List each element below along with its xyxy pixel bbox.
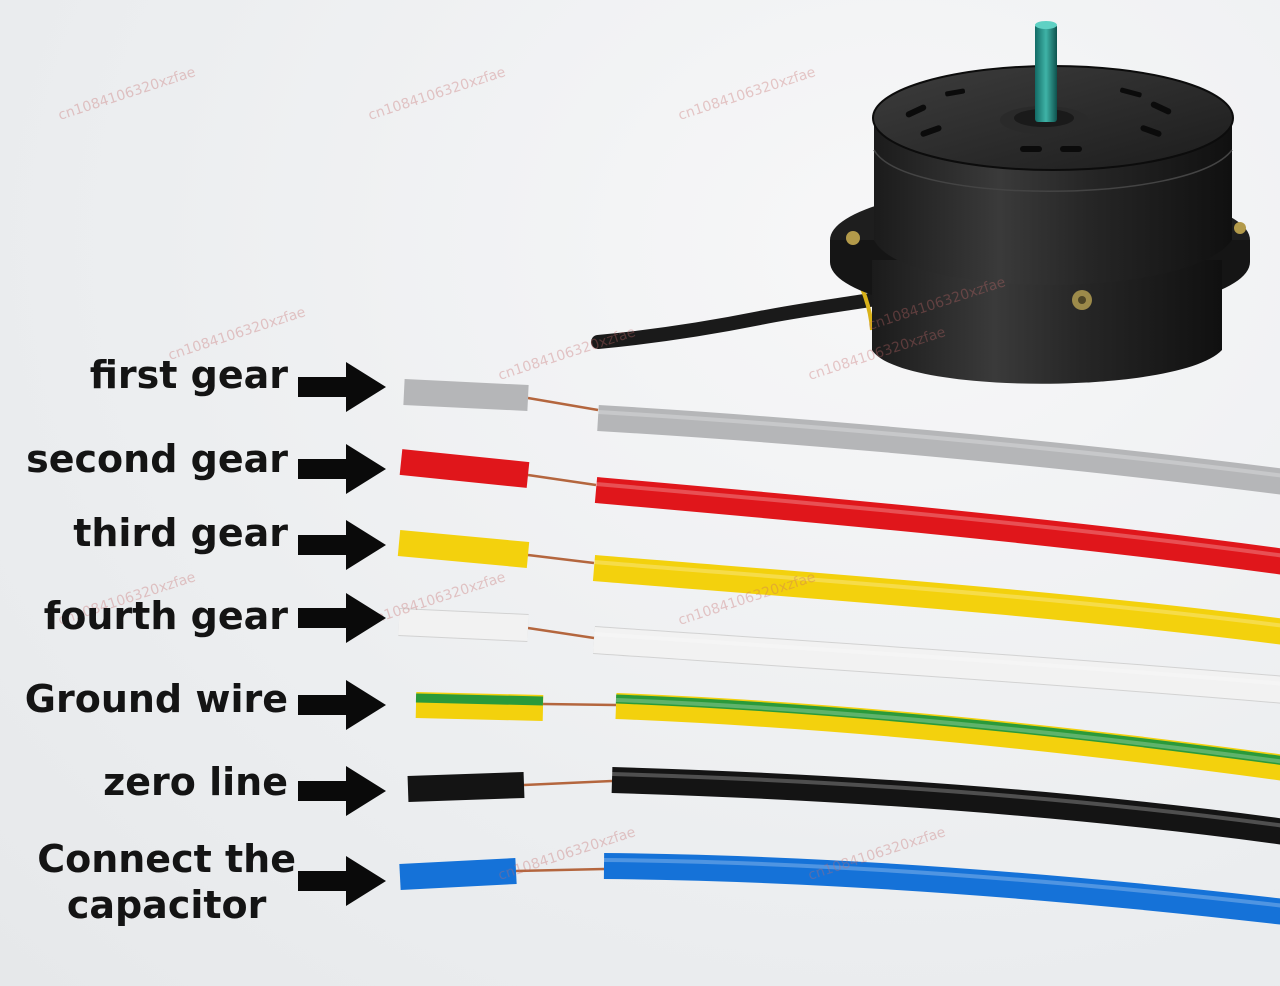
label-ground-wire: Ground wire (24, 677, 288, 721)
copper-conductor (527, 626, 595, 640)
wire-run (611, 767, 1280, 845)
arrow-right-icon (298, 856, 386, 906)
wire-2 (399, 449, 1280, 575)
copper-conductor (515, 867, 605, 873)
label-third-gear: third gear (73, 511, 288, 555)
wire-run (592, 555, 1280, 645)
arrow-right-icon (298, 680, 386, 730)
copper-conductor (542, 702, 617, 707)
wire-highlight (597, 410, 1280, 478)
wire-1 (403, 379, 1280, 495)
copper-conductor (527, 473, 597, 487)
copper-conductor (523, 779, 613, 787)
copper-conductor (527, 553, 595, 565)
wire-highlight (593, 560, 1280, 628)
arrow-right-icon (298, 362, 386, 412)
wires (397, 379, 1280, 925)
wire-highlight (615, 698, 1280, 764)
arrow-right-icon (298, 444, 386, 494)
wire-stub (398, 609, 529, 641)
wire-6 (407, 767, 1280, 845)
copper-conductor (527, 396, 599, 412)
label-fourth-gear: fourth gear (43, 594, 288, 638)
label-connect-the-capacitor: Connect the capacitor (37, 837, 296, 927)
label-zero-line: zero line (103, 760, 288, 804)
ground-stripe (415, 693, 544, 706)
motor (830, 21, 1250, 384)
wire-3 (397, 530, 1280, 645)
wire-4 (398, 608, 1280, 704)
arrow-right-icon (298, 593, 386, 643)
watermark-text: cn1084106320xzfae (56, 64, 197, 124)
arrow-right-icon (298, 520, 386, 570)
watermark-text: cn1084106320xzfae (496, 324, 637, 384)
watermark-text: cn1084106320xzfae (676, 64, 817, 124)
wire-run (593, 627, 1280, 703)
wire-highlight (593, 632, 1280, 686)
wire-stub (399, 858, 517, 890)
wire-run (615, 693, 1280, 781)
wire-highlight (603, 858, 1280, 908)
wire-highlight (595, 482, 1280, 558)
label-first-gear: first gear (89, 353, 288, 397)
wire-5 (415, 692, 1280, 781)
wire-run (597, 405, 1280, 495)
label-second-gear: second gear (26, 437, 288, 481)
wire-highlight (611, 772, 1280, 828)
ground-stripe (615, 694, 1280, 765)
wire-stub (397, 530, 530, 568)
motor-cable (591, 261, 877, 349)
wire-7 (399, 853, 1280, 925)
wire-stub (403, 379, 529, 411)
wire-stub (407, 772, 525, 802)
wire-stub (399, 449, 530, 488)
wire-run (603, 853, 1280, 925)
watermark-text: cn1084106320xzfae (366, 64, 507, 124)
wire-stub (415, 692, 544, 721)
arrow-right-icon (298, 766, 386, 816)
wire-run (594, 477, 1280, 575)
